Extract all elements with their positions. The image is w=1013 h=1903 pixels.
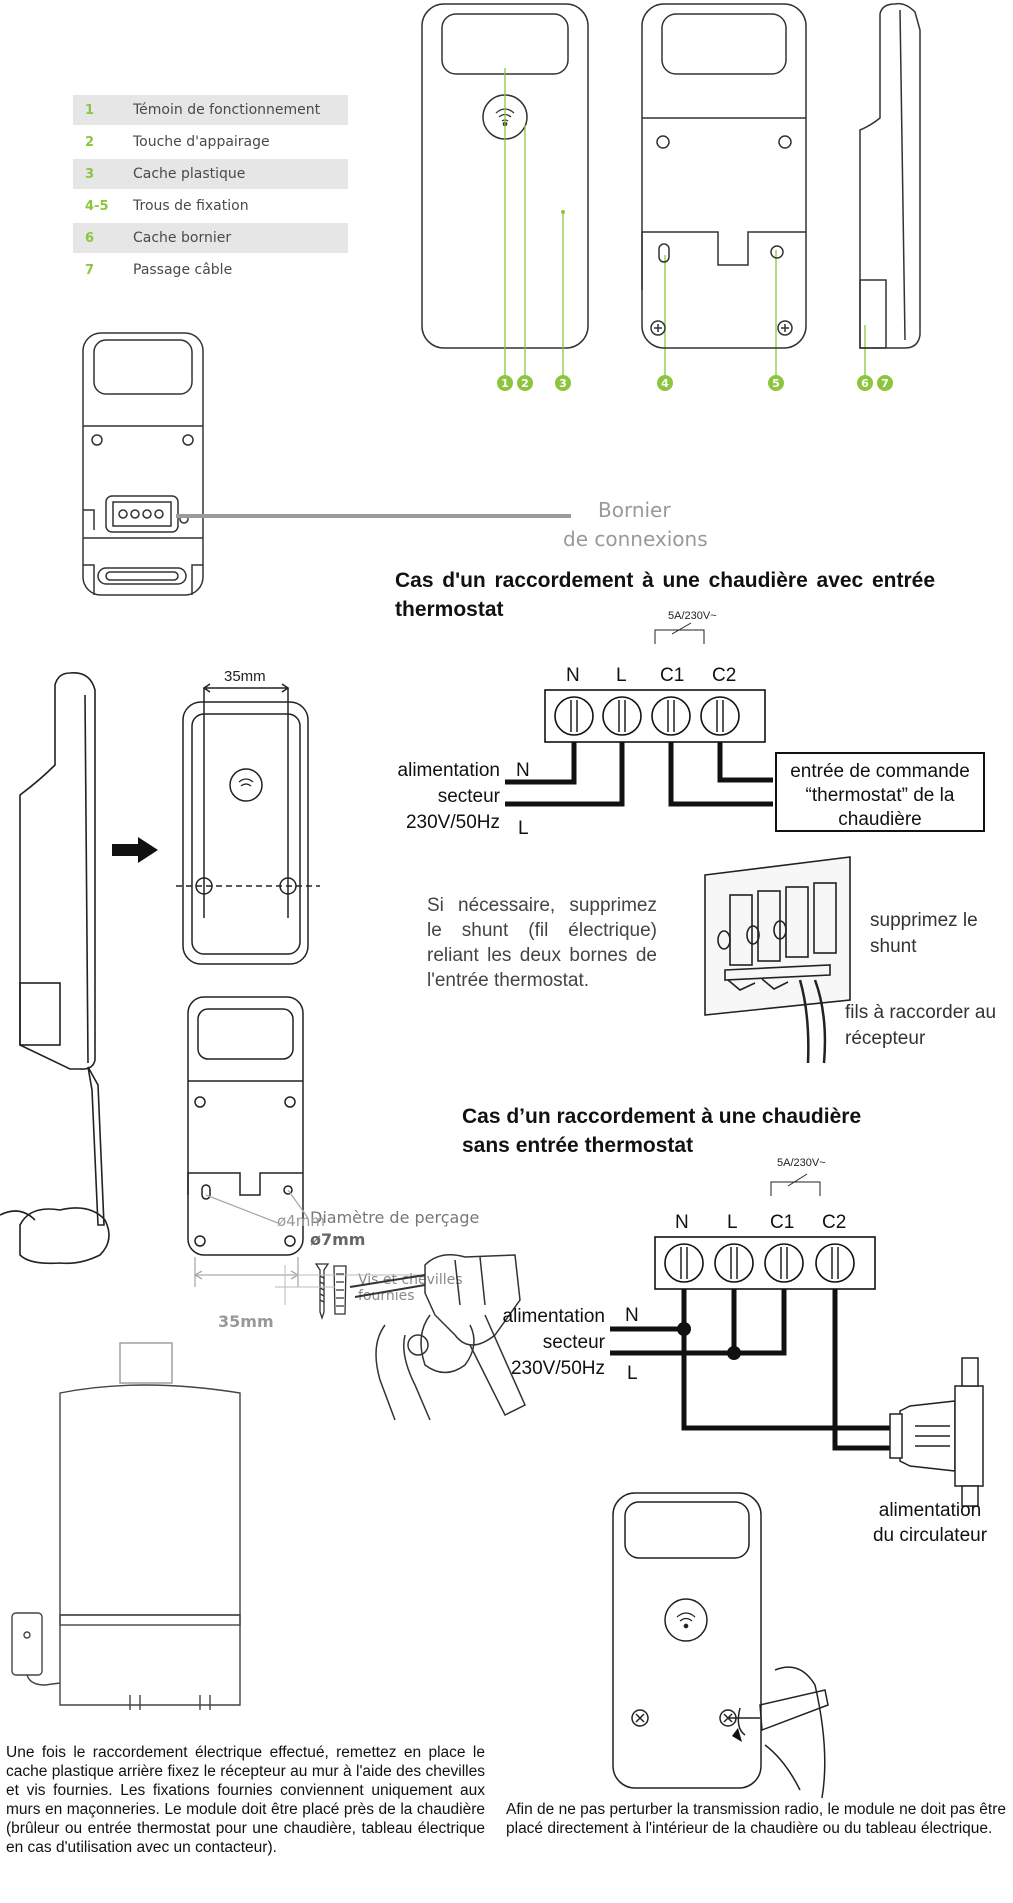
callout-number: 2 <box>521 377 529 390</box>
legend-row: 3 Cache plastique <box>73 159 348 189</box>
supply-line: alimentation <box>502 1306 605 1327</box>
callout-number: 4 <box>661 377 669 390</box>
device-rear-view <box>641 3 807 349</box>
legend-row: 2 Touche d'appairage <box>73 127 348 157</box>
legend-number: 1 <box>85 102 95 118</box>
section2-title-line2: sans entrée thermostat <box>462 1134 694 1157</box>
callout-number: 3 <box>559 377 567 390</box>
pump-label: alimentation du circulateur <box>860 1498 1000 1548</box>
callout-number: 6 <box>861 377 869 390</box>
section1-title: Cas d'un raccordement à une chaudière av… <box>395 569 935 621</box>
section2-wiring <box>610 1289 984 1507</box>
terminal-label-n: N <box>566 665 580 686</box>
legend-row: 1 Témoin de fonctionnement <box>73 95 348 125</box>
shunt-terminal-illustration <box>704 856 851 1064</box>
shunt-note: Si nécessaire, supprimez le shunt (fil é… <box>427 895 657 991</box>
legend-number: 6 <box>85 230 95 246</box>
legend-row: 6 Cache bornier <box>73 223 348 253</box>
arrow-right-icon <box>112 837 158 863</box>
dimension-bottom: 35mm <box>218 1312 274 1331</box>
footer-right-paragraph: Afin de ne pas perturber la transmission… <box>506 1801 1006 1837</box>
bornier-pointer-line <box>176 514 571 518</box>
supply-line: 230V/50Hz <box>510 1358 605 1379</box>
legend-label: Témoin de fonctionnement <box>133 102 321 118</box>
legend-label: Cache bornier <box>133 230 232 246</box>
device-views-illustration: 1 2 3 4 5 6 7 <box>421 2 921 391</box>
callout-number: 1 <box>501 377 509 390</box>
terminal-label-c2: C2 <box>822 1212 847 1233</box>
pump-line: alimentation <box>878 1500 982 1521</box>
section1-wire-n: N <box>516 760 530 781</box>
terminal-label-l: L <box>727 1212 738 1233</box>
section2-wire-n: N <box>625 1305 639 1326</box>
device-side-view <box>859 2 921 349</box>
terminal-label-l: L <box>616 665 627 686</box>
terminal-label-c2: C2 <box>712 665 737 686</box>
legend-label: Cache plastique <box>133 166 246 182</box>
boiler-illustration <box>11 1342 241 1710</box>
callout-number: 5 <box>772 377 780 390</box>
side-profile-screwdriver-illustration <box>0 672 110 1265</box>
screw-and-plug-icon <box>314 1263 347 1321</box>
section1-supply-label: alimentation secteur 230V/50Hz <box>380 758 500 836</box>
pump-line: du circulateur <box>872 1525 988 1546</box>
section1-wiring <box>505 742 773 807</box>
shunt-wires-label: fils à raccorder au récepteur <box>845 1002 997 1049</box>
supply-line: secteur <box>437 786 500 807</box>
device-screwdriver-illustration <box>612 1492 829 1799</box>
bornier-label-line2: de connexions <box>563 527 708 551</box>
footer-left-paragraph: Une fois le raccordement électrique effe… <box>6 1744 485 1856</box>
section1-rating: 5A/230V~ <box>668 610 717 622</box>
section2-rating: 5A/230V~ <box>777 1157 826 1169</box>
command-line: “thermostat” de la <box>805 785 955 806</box>
section2-wire-l: L <box>627 1363 638 1384</box>
legend-number: 4-5 <box>85 198 109 214</box>
terminal-label-c1: C1 <box>660 665 685 686</box>
dimension-top: 35mm <box>224 668 266 685</box>
legend-row: 7 Passage câble <box>73 255 348 285</box>
drilling-illustration <box>275 1254 526 1421</box>
callout-number: 7 <box>881 377 889 390</box>
screws-label: Vis et chevilles fournies <box>358 1272 463 1304</box>
drill-diameter-label: Diamètre de perçage <box>310 1208 480 1227</box>
section1-terminal-block <box>544 622 766 743</box>
section2-supply-label: alimentation secteur 230V/50Hz <box>485 1304 605 1382</box>
section2-title-line1: Cas d’un raccordement à une chaudière <box>462 1105 862 1128</box>
legend-row: 4-5 Trous de fixation <box>73 191 348 221</box>
callout-leader-lines <box>504 68 866 383</box>
command-line: entrée de commande <box>790 761 970 782</box>
mounting-rear-illustration <box>187 996 309 1287</box>
command-box: entrée de commande “thermostat” de la ch… <box>775 752 985 832</box>
legend-label: Trous de fixation <box>133 198 249 214</box>
shunt-remove-label: supprimez le shunt <box>870 910 978 957</box>
bornier-device-illustration <box>82 332 204 596</box>
section1-wire-l: L <box>518 818 529 839</box>
terminal-label-n: N <box>675 1212 689 1233</box>
command-line: chaudière <box>838 809 922 830</box>
legend-number: 7 <box>85 262 95 278</box>
drill-diameter-value: ø7mm <box>310 1230 366 1249</box>
supply-line: alimentation <box>397 760 500 781</box>
legend-number: 3 <box>85 166 95 182</box>
legend-number: 2 <box>85 134 95 150</box>
supply-line: secteur <box>542 1332 605 1353</box>
supply-line: 230V/50Hz <box>405 812 500 833</box>
legend-label: Touche d'appairage <box>133 134 270 150</box>
mounting-front-illustration <box>176 683 320 965</box>
legend-label: Passage câble <box>133 262 233 278</box>
section2-terminal-block <box>654 1173 876 1290</box>
terminal-label-c1: C1 <box>770 1212 795 1233</box>
bornier-label-line1: Bornier <box>598 498 671 522</box>
drill-bit-label: ø4mm <box>277 1212 325 1230</box>
